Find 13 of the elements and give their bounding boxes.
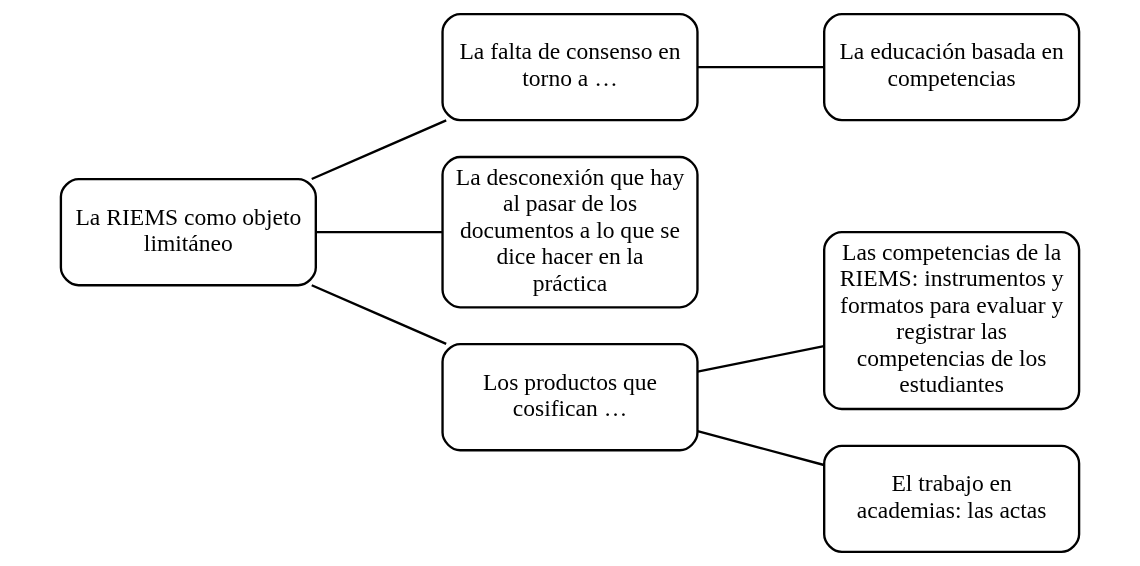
node-box: La RIEMS como objeto limitáneo: [59, 177, 317, 287]
connector: [697, 429, 825, 467]
connector: [311, 119, 447, 181]
node-box: La desconexión que hay al pasar de los documentos a lo que se dice hacer en la práctica: [441, 155, 699, 309]
connector: [311, 284, 447, 345]
node-box: La educación basada en competencias: [823, 12, 1081, 122]
node-box: Las competencias de la RIEMS: instrumentos y formatos para evaluar y registrar las competencias de los estudiantes: [823, 231, 1081, 411]
connector: [697, 65, 824, 69]
node-box: El trabajo en academias: las actas: [823, 444, 1081, 554]
connector: [697, 344, 825, 373]
connector: [315, 231, 443, 234]
node-box: La falta de consenso en torno a …: [441, 12, 699, 122]
node-box: Los productos que cosifican …: [441, 342, 699, 452]
